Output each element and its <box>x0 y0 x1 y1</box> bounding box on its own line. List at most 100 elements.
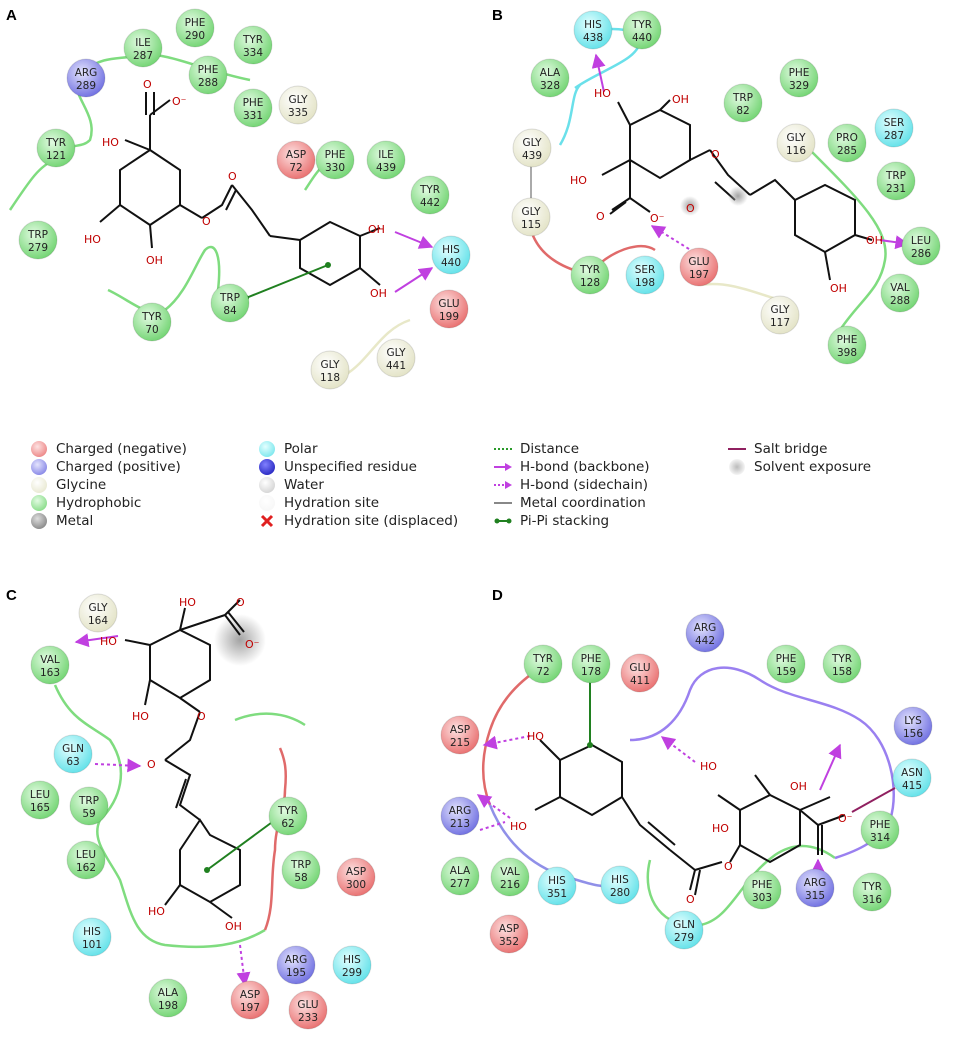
atom-label: HO <box>510 820 527 833</box>
residue-bubble <box>36 128 76 168</box>
residue-name: TYR <box>579 264 600 276</box>
residue-name: LEU <box>911 235 931 247</box>
atom-label: O <box>686 893 695 906</box>
residue-name: TYR <box>419 184 440 196</box>
pocket-line <box>8 158 56 211</box>
legend-item: Charged (positive) <box>30 458 181 476</box>
atom-label: HO <box>179 596 196 609</box>
residue-bubble <box>892 758 932 798</box>
legend-label: Hydration site (displaced) <box>284 513 459 529</box>
legend-label: Solvent exposure <box>754 459 872 475</box>
pocket-line <box>809 149 887 331</box>
residue-bubble <box>431 235 471 275</box>
hydration-site-swatch <box>258 494 276 512</box>
atom-labels: O O⁻ HO O O HO OH OH OH <box>84 78 387 300</box>
legend: Charged (negative) Charged (positive) Gl… <box>0 440 964 540</box>
legend-label: H-bond (backbone) <box>520 459 650 475</box>
atom-label: O⁻ <box>650 212 665 225</box>
residue-bubble <box>523 644 563 684</box>
residue-number: 279 <box>28 242 48 254</box>
residue-bubble <box>530 58 570 98</box>
residue-bubble <box>123 28 163 68</box>
residue-bubble <box>766 644 806 684</box>
legend-item: Unspecified residue <box>258 458 417 476</box>
legend-item: Hydration site (displaced) <box>258 512 458 530</box>
hbond-arrow <box>394 267 434 293</box>
salt-bridge-line <box>851 787 896 813</box>
legend-item: Solvent exposure <box>728 458 871 476</box>
residue-bubble <box>230 980 270 1020</box>
atom-label: O <box>596 210 605 223</box>
residue-bubble <box>570 255 610 295</box>
atom-label: OH <box>225 920 242 933</box>
panel-letter: D <box>492 587 503 604</box>
atom-label: O <box>724 860 733 873</box>
residue-number: 415 <box>902 780 922 792</box>
residue-name: TYR <box>831 653 852 665</box>
atom-label: OH <box>866 234 883 247</box>
panel-b: B HO OH HO <box>492 7 941 365</box>
residue-bubble <box>69 786 109 826</box>
residue-name: PHE <box>776 653 797 665</box>
panel-a: A O O⁻ HO <box>6 7 471 390</box>
residue-number: 280 <box>610 887 630 899</box>
residue-bubble <box>685 613 725 653</box>
residue-bubble <box>571 644 611 684</box>
residue-number: 351 <box>547 888 567 900</box>
residue-number: 116 <box>786 145 806 157</box>
residue-name: PHE <box>752 879 773 891</box>
atom-label: HO <box>84 233 101 246</box>
residue-number: 329 <box>789 80 809 92</box>
residue-number: 442 <box>695 635 715 647</box>
residue-name: VAL <box>500 866 520 878</box>
residue-name: GLY <box>786 132 806 144</box>
residue-bubble <box>30 645 70 685</box>
residue-number: 286 <box>911 248 931 260</box>
residue-number: 352 <box>499 936 519 948</box>
atom-label: O⁻ <box>172 95 187 108</box>
residue-bubble <box>315 140 355 180</box>
residue-number: 287 <box>884 130 904 142</box>
atom-label: OH <box>368 223 385 236</box>
hbond-arrow <box>394 231 434 249</box>
atom-label: HO <box>594 87 611 100</box>
residue-name: ILE <box>135 37 151 49</box>
solvent-exposure-halo <box>680 196 700 216</box>
distance-line-icon <box>494 440 512 458</box>
residue-bubble <box>53 734 93 774</box>
residue-bubble <box>723 83 763 123</box>
residue-number: 62 <box>281 818 294 830</box>
pocket-line <box>699 282 781 302</box>
residue-number: 330 <box>325 162 345 174</box>
residue-number: 165 <box>30 802 50 814</box>
atom-label: O <box>236 596 245 609</box>
residue-bubble <box>852 872 892 912</box>
legend-item: Hydration site <box>258 494 379 512</box>
hbond-arrow <box>94 758 142 773</box>
residue-number: 299 <box>342 967 362 979</box>
residue-bubble <box>860 810 900 850</box>
residue-name: GLU <box>629 662 650 674</box>
residue-bubble <box>288 990 328 1030</box>
charged-negative-swatch <box>30 440 48 458</box>
